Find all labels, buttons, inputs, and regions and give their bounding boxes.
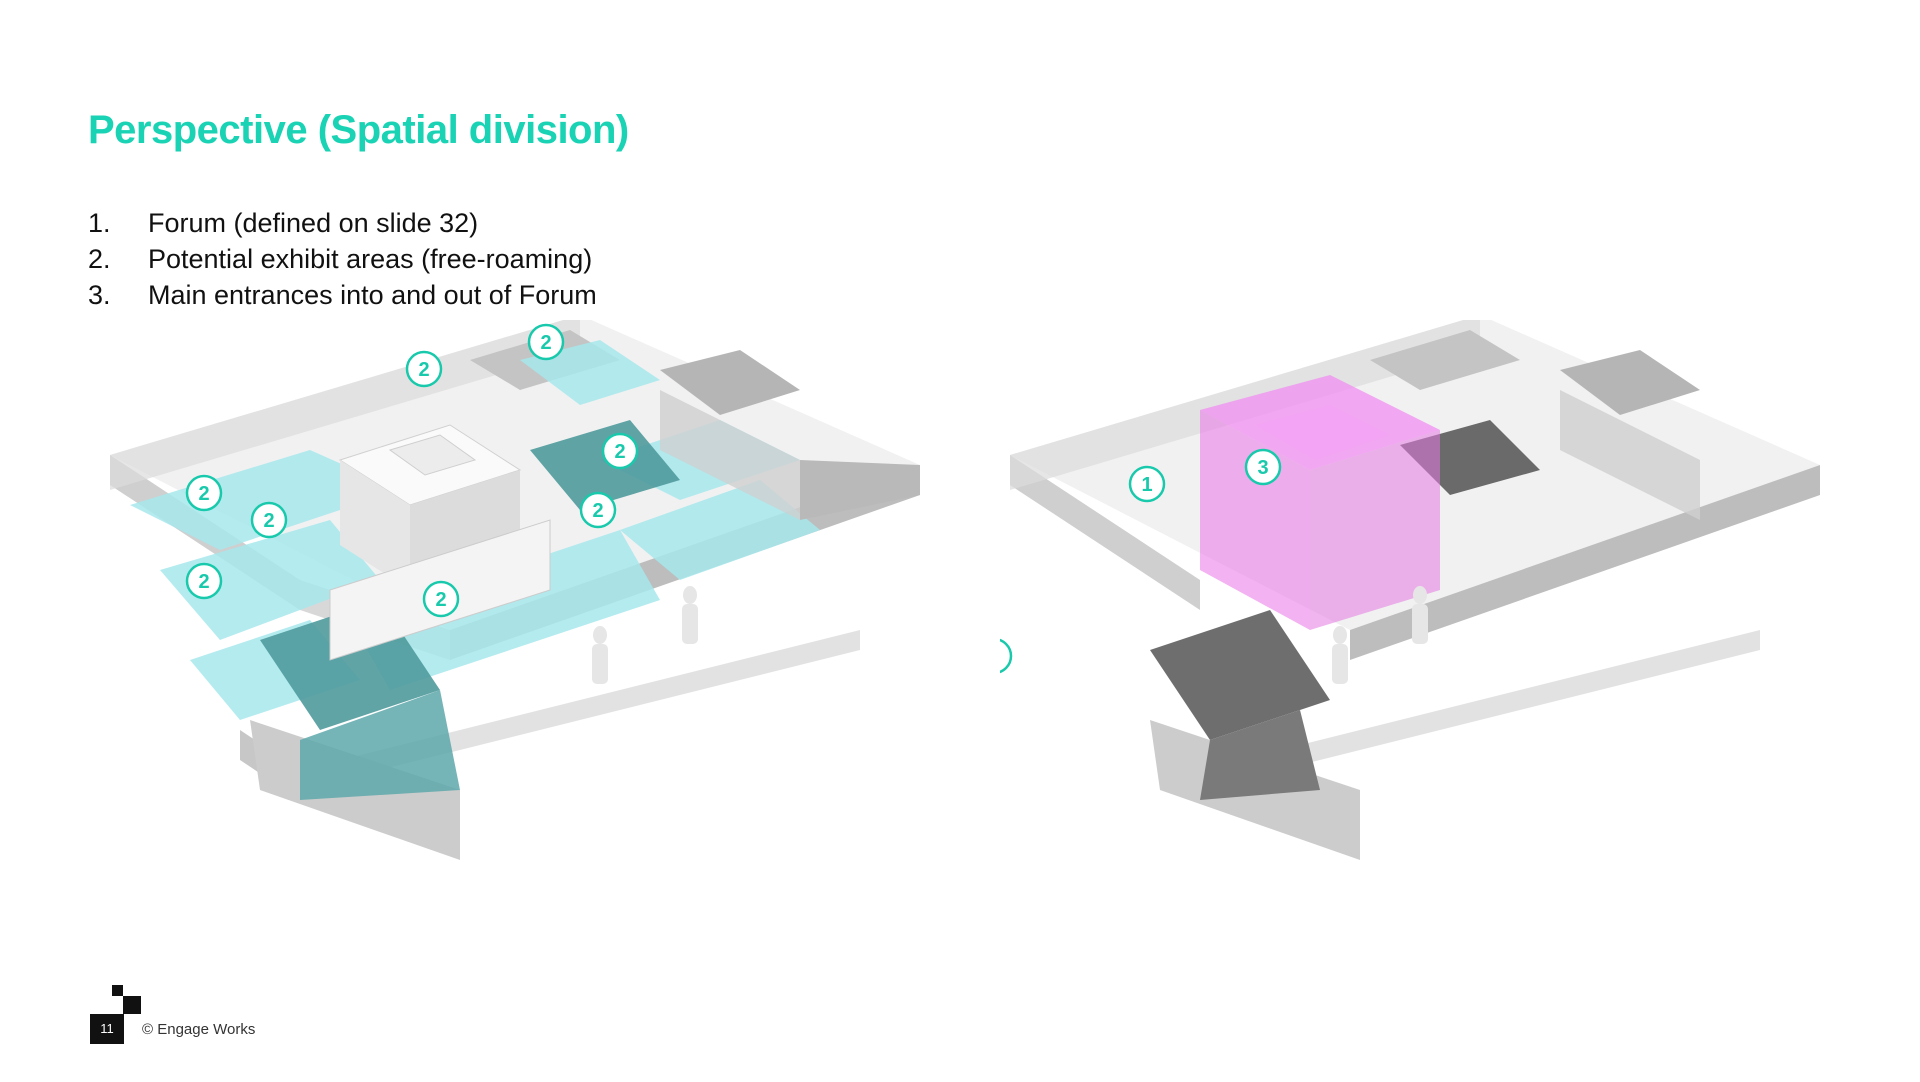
person-silhouette <box>592 586 698 684</box>
exhibit-zone <box>130 450 400 550</box>
forum-cube-left <box>340 460 410 590</box>
legend-text: Main entrances into and out of Forum <box>148 280 597 310</box>
marker-forum: 1 <box>1128 465 1166 503</box>
exhibit-zone <box>350 530 660 690</box>
marker-exhibit-area: 2 <box>579 491 617 529</box>
back-block <box>1370 330 1520 390</box>
svg-text:1: 1 <box>1141 474 1152 496</box>
legend-text: Potential exhibit areas (free-roaming) <box>148 244 593 274</box>
logo-mark <box>123 996 141 1014</box>
logo-mark <box>112 985 123 996</box>
svg-text:2: 2 <box>263 510 274 532</box>
marker-exhibit-area: 2 <box>185 562 223 600</box>
right-block <box>1560 350 1700 415</box>
person-silhouette <box>1332 586 1428 684</box>
svg-text:2: 2 <box>198 483 209 505</box>
svg-text:2: 2 <box>198 571 209 593</box>
exhibit-areas-plan: 2 2 2 2 2 2 2 2 2 <box>110 320 920 860</box>
legend-list: 1. Forum (defined on slide 32) 2. Potent… <box>88 205 597 313</box>
entrance-area <box>1200 710 1320 800</box>
right-end-wall <box>800 460 920 520</box>
svg-text:3: 3 <box>1257 457 1268 479</box>
marker-entrance: 3 <box>1000 638 1013 674</box>
right-side-wall <box>1560 390 1700 520</box>
marker-entrance: 3 <box>1244 448 1282 486</box>
legend-number: 1. <box>88 208 111 238</box>
legend-item-exhibit-areas: 2. Potential exhibit areas (free-roaming… <box>88 241 597 277</box>
legend-number: 3. <box>88 280 111 310</box>
circulation-path <box>530 420 680 510</box>
forum-volume-right <box>1310 430 1440 630</box>
svg-text:2: 2 <box>435 589 446 611</box>
marker-exhibit-area: 2 <box>601 432 639 470</box>
svg-text:2: 2 <box>540 332 551 354</box>
legend-item-entrances: 3. Main entrances into and out of Forum <box>88 277 597 313</box>
slide-title: Perspective (Spatial division) <box>88 108 629 152</box>
forum-volume-left <box>1200 410 1310 630</box>
back-wall <box>110 320 580 490</box>
front-base <box>1200 630 1760 790</box>
legend-item-forum: 1. Forum (defined on slide 32) <box>88 205 597 241</box>
front-wall-left <box>1010 455 1200 610</box>
legend-number: 2. <box>88 244 111 274</box>
circulation-path <box>300 690 460 800</box>
forum-inner-top <box>1255 405 1390 460</box>
forum-entrances-plan: 1 3 3 <box>1000 320 1820 860</box>
marker-exhibit-area: 2 <box>185 474 223 512</box>
forum-cube-inner <box>388 434 477 476</box>
front-wall-right <box>1350 465 1820 660</box>
svg-text:2: 2 <box>592 500 603 522</box>
svg-text:2: 2 <box>418 359 429 381</box>
copyright-text: © Engage Works <box>142 1021 256 1038</box>
marker-exhibit-area: 2 <box>405 350 443 388</box>
marker-exhibit-area: 2 <box>527 323 565 361</box>
entrance-area <box>1150 610 1330 740</box>
right-side-wall <box>660 390 800 520</box>
right-block <box>660 350 800 415</box>
marker-exhibit-area: 2 <box>422 580 460 618</box>
marker-exhibit-area: 2 <box>592 493 603 515</box>
marker-exhibit-area: 2 <box>250 501 288 539</box>
legend-text: Forum (defined on slide 32) <box>148 208 479 238</box>
page-number: 11 <box>90 1014 124 1044</box>
slide-footer: 11 © Engage Works <box>90 985 390 1045</box>
exhibit-zone <box>160 520 380 640</box>
svg-text:2: 2 <box>614 441 625 463</box>
